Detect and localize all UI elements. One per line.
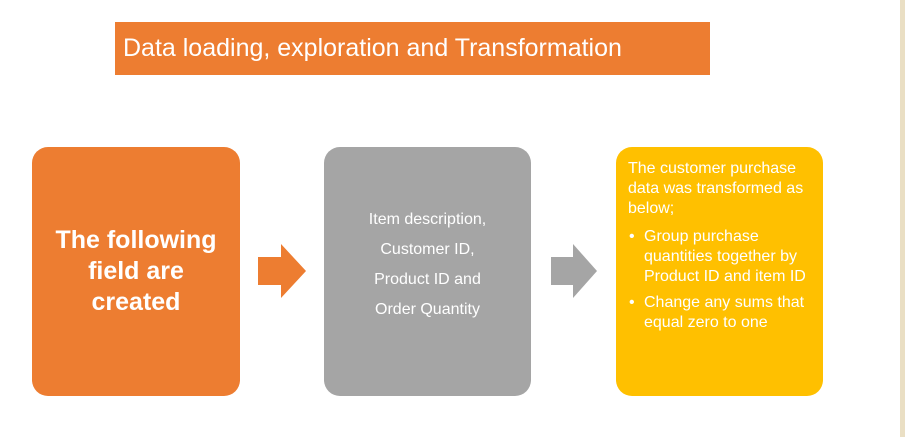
step-3-intro: The customer purchase data was transform… [628, 160, 804, 217]
arrow-1-shape [258, 244, 306, 298]
step-2-line: Customer ID, [380, 240, 475, 258]
step-2-line: Product ID and [374, 270, 481, 288]
list-item: • Group purchase quantities together by … [628, 227, 809, 287]
right-edge-strip [900, 0, 905, 437]
step-1-text: The following field are created [55, 226, 217, 316]
step-1-box: The following field are created [32, 147, 240, 396]
arrow-right-icon-2 [551, 244, 597, 298]
step-2-line: Item description, [368, 210, 487, 228]
list-item-text: Group purchase quantities together by Pr… [644, 228, 806, 285]
step-2-line: Order Quantity [375, 300, 480, 318]
list-item: • Change any sums that equal zero to one [628, 293, 809, 333]
arrow-right-icon-1 [258, 244, 306, 298]
step-2-box: Item description, Customer ID, Product I… [324, 147, 531, 396]
list-item-text: Change any sums that equal zero to one [644, 294, 805, 331]
diagram-title: Data loading, exploration and Transforma… [115, 22, 710, 75]
bullet-icon: • [629, 294, 635, 311]
bullet-icon: • [629, 228, 635, 245]
step-3-bullet-list: • Group purchase quantities together by … [628, 227, 809, 333]
arrow-2-shape [551, 244, 597, 298]
step-3-box: The customer purchase data was transform… [616, 147, 823, 396]
step-2-lines: Item description, Customer ID, Product I… [369, 205, 486, 325]
